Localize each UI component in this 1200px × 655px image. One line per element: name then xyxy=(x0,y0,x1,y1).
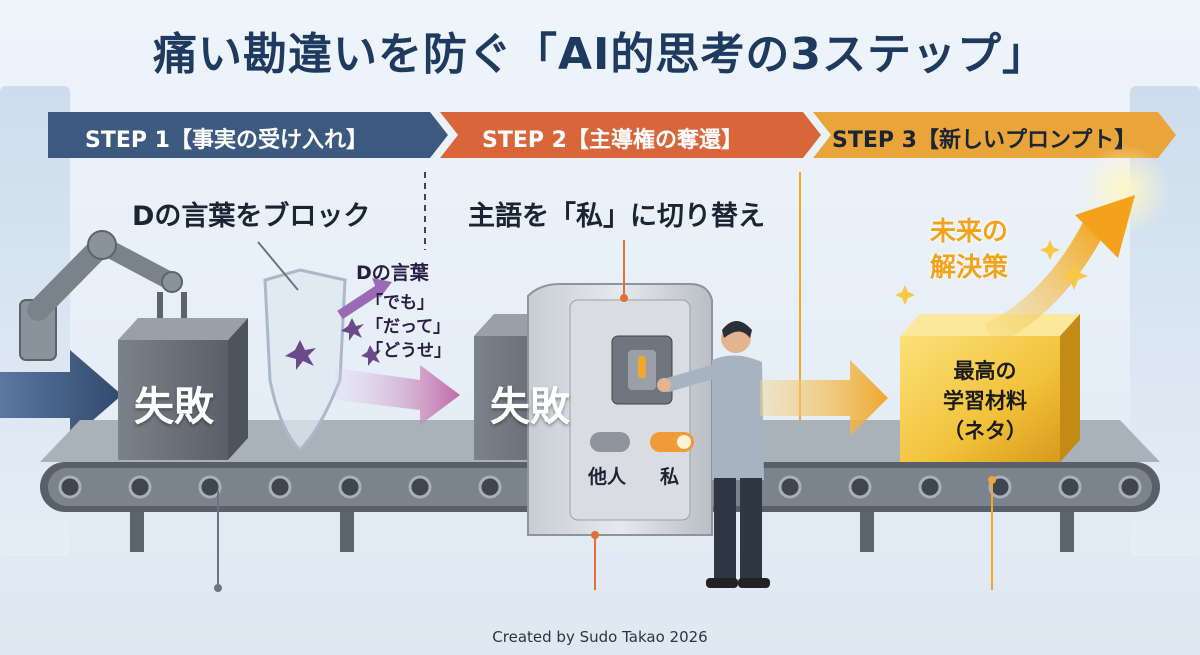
conveyor-legs xyxy=(130,512,1074,552)
deflect-arrow-up xyxy=(337,285,381,320)
input-arrow xyxy=(0,350,122,440)
failure-box-1 xyxy=(118,318,248,460)
step-1-label: STEP 1【事実の受け入れ】 xyxy=(85,128,368,153)
step-2-label: STEP 2【主導権の奪還】 xyxy=(482,128,743,153)
step-banner xyxy=(48,112,1176,158)
leader-dot-right xyxy=(988,476,996,484)
purple-flow-arrow xyxy=(335,365,460,425)
failure-label-2: 失敗 xyxy=(490,384,570,430)
credit-text: Created by Sudo Takao 2026 xyxy=(492,628,708,646)
sparkle-icons xyxy=(895,240,1088,305)
leader-dot-bottom xyxy=(591,531,599,539)
failure-label-1: 失敗 xyxy=(134,384,214,430)
leader-line-shield xyxy=(257,241,299,291)
future-solution-line-2: 解決策 xyxy=(930,253,1009,283)
conveyor-rollers xyxy=(58,475,1142,499)
gold-box-line-3: （ネタ） xyxy=(943,419,1027,443)
person xyxy=(657,321,770,588)
future-solution-line-1: 未来の xyxy=(930,217,1009,247)
future-solution-label: 未来の 解決策 xyxy=(930,214,1008,286)
switch-label-me: 私 xyxy=(660,466,680,488)
d-word-3: 「どうせ」 xyxy=(366,341,451,361)
d-word-1: 「でも」 xyxy=(366,293,434,313)
gold-box-text: 最高の 学習材料 （ネタ） xyxy=(912,356,1058,446)
step-3-label: STEP 3【新しいプロンプト】 xyxy=(832,128,1137,153)
leader-dot-top xyxy=(620,294,628,302)
switch-label-others: 他人 xyxy=(588,466,627,488)
step-1-banner xyxy=(48,112,448,158)
page-title: 痛い勘違いを防ぐ「AI的思考の3ステップ」 xyxy=(152,29,1048,80)
growth-arrow xyxy=(984,209,1111,346)
d-words-title: Dの言葉 xyxy=(356,262,429,284)
growth-arrow-head xyxy=(1075,195,1135,258)
robot-arm xyxy=(19,230,187,361)
gold-flow-arrow xyxy=(760,360,888,436)
leader-dot-left xyxy=(214,584,222,592)
switch-machine xyxy=(527,283,713,536)
gold-box-line-1: 最高の xyxy=(953,359,1017,383)
gold-box-line-2: 学習材料 xyxy=(943,389,1027,413)
deflect-arrow-up-head xyxy=(372,278,392,298)
step-2-banner xyxy=(440,112,821,158)
d-word-2: 「だって」 xyxy=(366,317,451,337)
blocked-word-icons xyxy=(285,318,381,370)
step-2-heading: 主語を「私」に切り替え xyxy=(468,201,765,232)
step-3-banner xyxy=(813,112,1176,158)
step-1-heading: Dの言葉をブロック xyxy=(132,201,371,232)
